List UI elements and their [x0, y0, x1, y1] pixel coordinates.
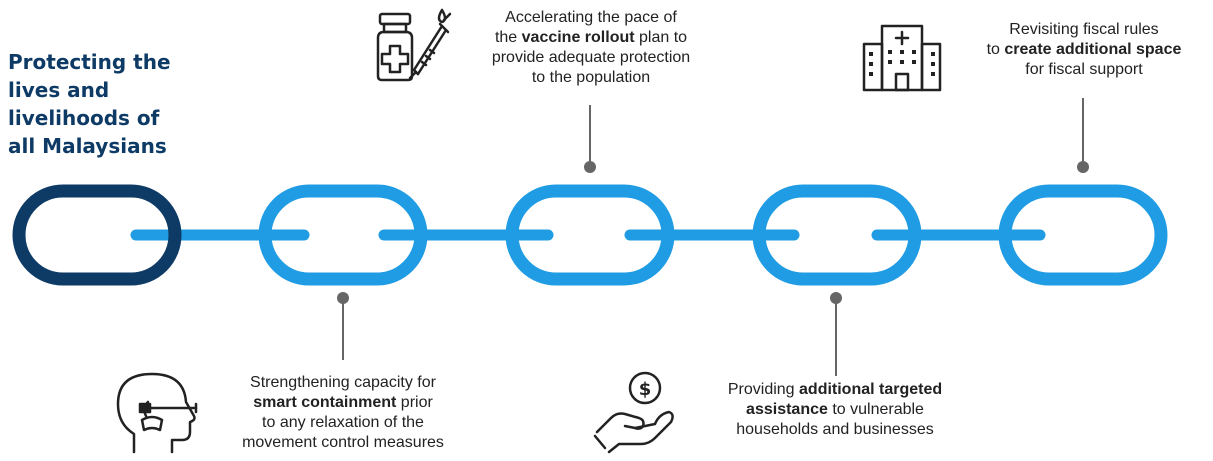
caption-line: the vaccine rollout plan to [460, 28, 722, 48]
money-symbol: $ [639, 379, 652, 400]
caption-text: to vulnerable [827, 401, 924, 418]
title-line: all Malaysians [8, 134, 167, 158]
chain-link [752, 184, 922, 286]
caption-line: for fiscal support [960, 60, 1208, 80]
caption-line: households and businesses [697, 420, 973, 440]
title-line: Protecting the [8, 50, 171, 74]
caption-line: smart containment prior [215, 393, 471, 413]
caption-text: movement control measures [242, 434, 444, 451]
caption-line: Accelerating the pace of [460, 8, 722, 28]
chain-link [998, 184, 1168, 286]
caption-emphasis: smart containment [253, 394, 397, 411]
caption-text: Providing [727, 381, 800, 398]
caption-text: for fiscal support [1025, 61, 1143, 78]
caption-text: provide adequate protection [491, 49, 691, 66]
diagram-title: Protecting the lives and livelihoods of … [8, 48, 198, 160]
caption-text: households and businesses [736, 421, 934, 438]
caption-text: Revisiting fiscal rules [1009, 21, 1159, 38]
connector-dot-vaccine [584, 161, 596, 173]
caption-text: to the population [531, 69, 651, 86]
caption-line: to the population [460, 68, 722, 88]
caption-text: to [986, 41, 1005, 58]
caption-line: Strengthening capacity for [215, 373, 471, 393]
vaccine-vial-syringe-icon [376, 8, 452, 82]
caption-text: prior [396, 394, 433, 411]
chain-link [258, 184, 428, 286]
caption-emphasis: assistance [746, 401, 828, 418]
caption-line: to any relaxation of the [215, 413, 471, 433]
caption-text: Strengthening capacity for [250, 374, 436, 391]
connector-dot-containment [337, 292, 349, 304]
caption-line: assistance to vulnerable [697, 400, 973, 420]
caption-emphasis: additional targeted [799, 381, 943, 398]
title-line: livelihoods of [8, 106, 160, 130]
caption-text: Accelerating the pace of [505, 9, 677, 26]
caption-text: to any relaxation of the [262, 414, 424, 431]
caption-text: plan to [634, 29, 688, 46]
title-line: lives and [8, 78, 110, 102]
caption-line: provide adequate protection [460, 48, 722, 68]
caption-line: Revisiting fiscal rules [960, 20, 1208, 40]
hospital-building-icon [862, 24, 942, 92]
connector-dot-fiscal [1077, 161, 1089, 173]
caption-text: the [494, 29, 522, 46]
chain-links [12, 184, 1168, 286]
caption-line: movement control measures [215, 433, 471, 453]
caption-smart-containment: Strengthening capacity for smart containm… [215, 373, 471, 453]
caption-line: Providing additional targeted [697, 380, 973, 400]
connector-dot-assistance [830, 292, 842, 304]
caption-line: to create additional space [960, 40, 1208, 60]
caption-emphasis: create additional space [1004, 41, 1182, 58]
chain-link [505, 184, 675, 286]
hand-holding-money-icon: $ [593, 371, 674, 454]
caption-vaccine-rollout: Accelerating the pace of the vaccine roll… [460, 8, 722, 88]
caption-emphasis: vaccine rollout [521, 29, 635, 46]
chain-link-first [12, 184, 182, 286]
nasal-swab-test-icon [116, 372, 198, 454]
callout-connectors [337, 98, 1089, 376]
